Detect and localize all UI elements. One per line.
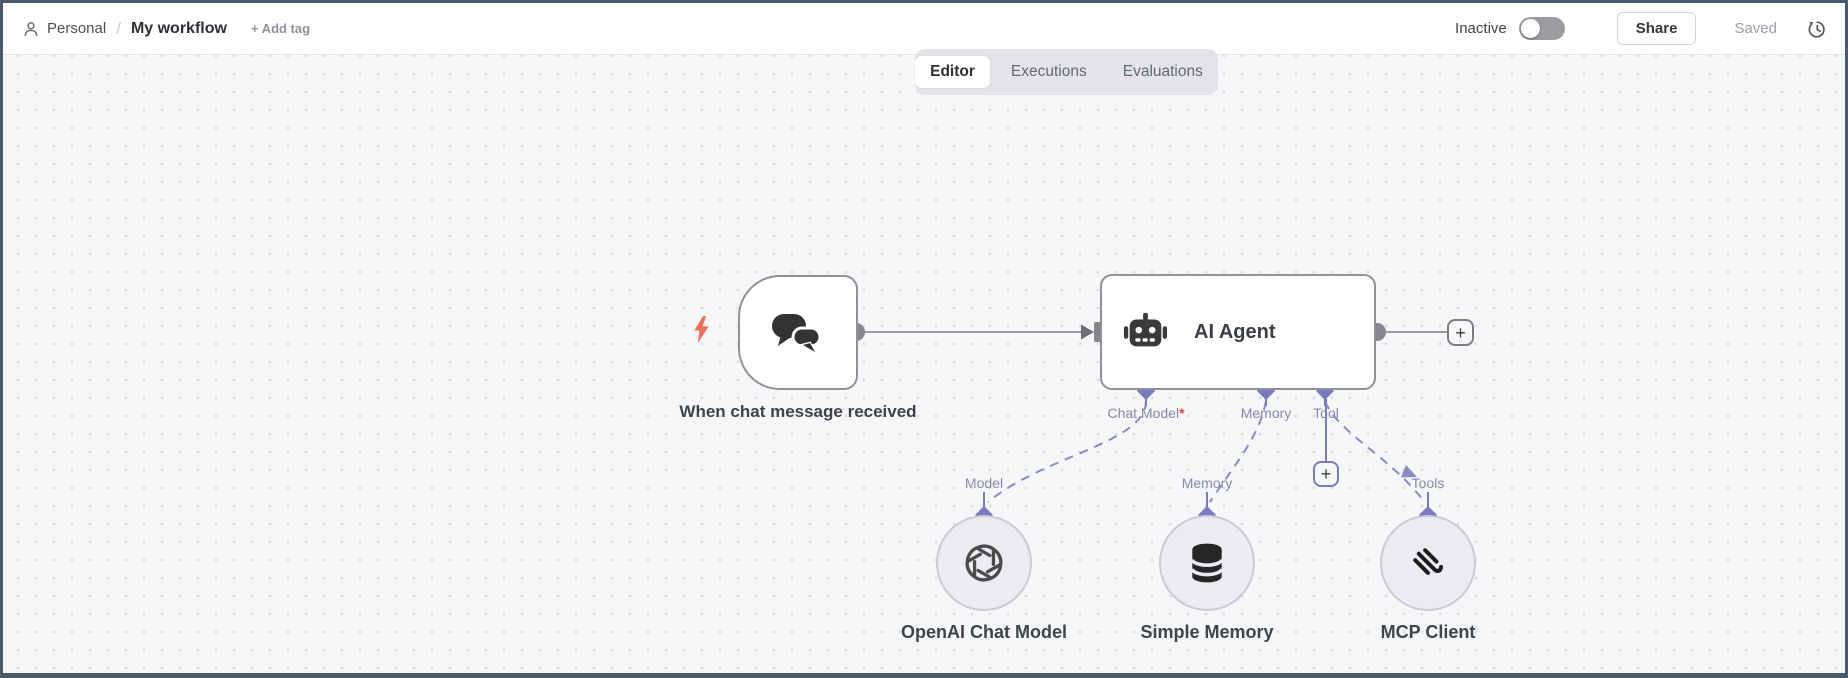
toggle-knob (1520, 19, 1540, 38)
chat-bubbles-icon (770, 311, 826, 355)
model-port-label: Model (964, 475, 1004, 491)
tools-port-label: Tools (1411, 475, 1445, 491)
save-status: Saved (1734, 20, 1777, 37)
agent-node-title: AI Agent (1194, 320, 1276, 343)
tab-executions[interactable]: Executions (1010, 63, 1087, 80)
simple-memory-node-label: Simple Memory (1140, 622, 1274, 642)
tab-evaluations[interactable]: Evaluations (1122, 63, 1203, 80)
top-bar-actions: Inactive Share Saved (1455, 12, 1829, 45)
trigger-node[interactable] (738, 275, 858, 390)
workflow-canvas[interactable] (3, 55, 1845, 673)
memory-port-label: Memory (1181, 475, 1233, 491)
mcp-client-node-label: MCP Client (1380, 622, 1476, 642)
mcp-client-node[interactable] (1380, 515, 1476, 611)
breadcrumb: Personal / My workflow + Add tag (23, 19, 310, 39)
agent-port-label-tool: Tool (1313, 405, 1339, 421)
add-tool-button[interactable]: + (1313, 461, 1339, 487)
mcp-icon (1406, 541, 1450, 585)
breadcrumb-project[interactable]: Personal (47, 20, 107, 37)
trigger-node-label: When chat message received (679, 402, 917, 421)
openai-chat-model-node[interactable] (936, 515, 1032, 611)
database-icon (1187, 542, 1227, 584)
workflow-history-icon[interactable] (1807, 18, 1829, 40)
user-icon (23, 21, 39, 37)
trigger-bolt-icon (693, 316, 710, 348)
top-bar: Personal / My workflow + Add tag Inactiv… (3, 3, 1845, 55)
openai-node-label: OpenAI Chat Model (901, 622, 1067, 642)
openai-icon (961, 540, 1007, 586)
activation-status-label: Inactive (1455, 20, 1507, 37)
workflow-title[interactable]: My workflow (130, 19, 227, 37)
required-marker: * (1179, 405, 1185, 421)
view-tabs: Editor Executions Evaluations (915, 49, 1218, 95)
share-button[interactable]: Share (1616, 12, 1697, 45)
activation-toggle[interactable] (1518, 17, 1565, 40)
simple-memory-node[interactable] (1159, 515, 1255, 611)
add-tag-button[interactable]: + Add tag (250, 21, 311, 36)
robot-icon (1122, 312, 1168, 352)
tab-editor[interactable]: Editor (915, 56, 990, 88)
breadcrumb-separator: / (116, 18, 121, 38)
ai-agent-node[interactable]: AI Agent (1100, 274, 1376, 390)
add-node-button[interactable]: + (1447, 319, 1474, 346)
